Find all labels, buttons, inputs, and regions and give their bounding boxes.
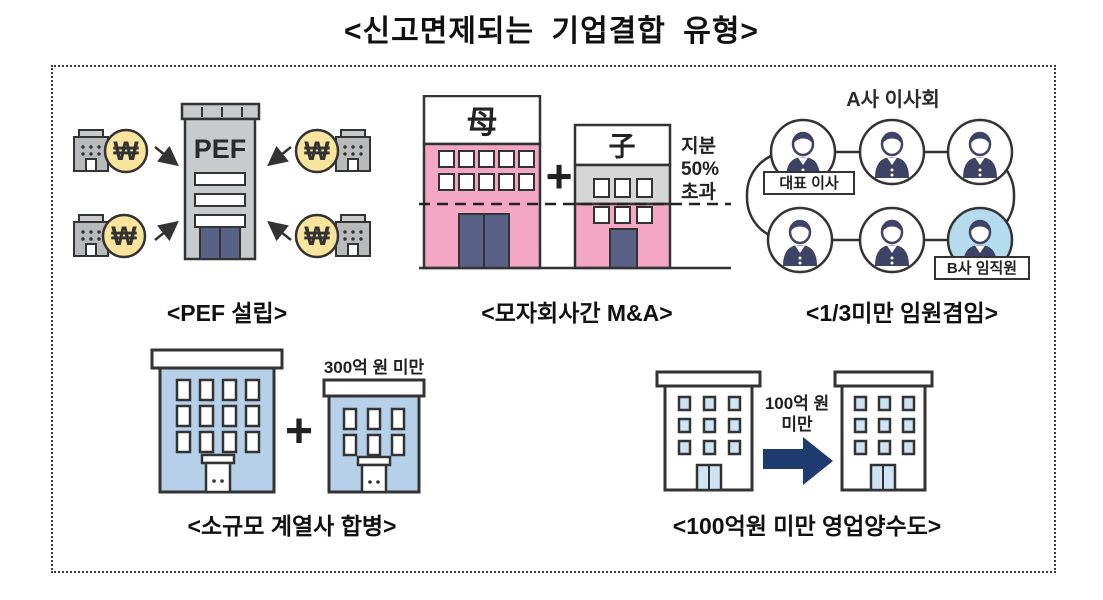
- svg-text:₩: ₩: [304, 136, 330, 166]
- plus-sign: +: [546, 150, 573, 202]
- b-company-label: B사 임직원: [934, 256, 1030, 280]
- arrow-icon: [154, 145, 179, 167]
- svg-text:50%: 50%: [681, 159, 719, 180]
- mna-diagram: 母 + 子: [419, 95, 731, 270]
- director-icon: [766, 206, 834, 274]
- merger-threshold-note: 300억 원 미만: [324, 358, 425, 377]
- mna-caption: <모자회사간 M&A>: [481, 300, 673, 326]
- exempt-types-box: ₩ ₩ ₩ ₩ PEF: [51, 65, 1056, 573]
- parent-label: 母: [467, 105, 498, 140]
- subsidiary-company-building: 子: [573, 123, 672, 270]
- investor-building-icon: [335, 129, 371, 172]
- transfer-caption: <100억원 미만 영업양수도>: [672, 513, 942, 539]
- ceo-label: 대표 이사: [763, 171, 855, 195]
- transferee-building: [833, 370, 934, 492]
- svg-text:대표 이사: 대표 이사: [779, 175, 839, 192]
- svg-text:초과: 초과: [681, 181, 716, 203]
- won-coin-icon: ₩: [101, 213, 147, 259]
- pef-label: PEF: [194, 134, 247, 164]
- won-coin-icon: ₩: [294, 213, 340, 259]
- won-coin-icon: ₩: [103, 128, 149, 174]
- svg-text:지분: 지분: [681, 135, 716, 157]
- merger-diagram: + 300억 원 미만: [150, 348, 426, 494]
- svg-text:B사 임직원: B사 임직원: [947, 259, 1017, 277]
- svg-text:₩: ₩: [304, 221, 330, 251]
- board-diagram: 대표 이사 B사 임직원: [745, 118, 1030, 280]
- page-title: <신고면제되는 기업결합 유형>: [344, 15, 759, 48]
- director-icon: [858, 206, 926, 274]
- merger-caption: <소규모 계열사 합병>: [187, 513, 397, 539]
- door: [609, 228, 638, 269]
- arrow-icon: [267, 145, 292, 167]
- investor-building-icon: [73, 129, 109, 172]
- parent-company-building: 母: [422, 95, 542, 270]
- transferor-building: [655, 370, 762, 492]
- svg-text:미만: 미만: [781, 415, 813, 434]
- transfer-diagram: 100억 원 미만: [655, 370, 934, 492]
- svg-text:100억 원: 100억 원: [765, 394, 829, 413]
- pef-diagram: ₩ ₩ ₩ ₩ PEF: [73, 102, 371, 261]
- won-coin-icon: ₩: [294, 128, 340, 174]
- svg-text:₩: ₩: [111, 221, 137, 251]
- share-note: 지분 50% 초과: [681, 135, 719, 203]
- director-icon: [858, 118, 926, 186]
- transfer-arrow-icon: [763, 437, 833, 485]
- investor-building-icon: [335, 214, 371, 257]
- large-affiliate-building: [150, 348, 284, 494]
- plus-sign: +: [285, 405, 313, 458]
- officer-caption: <1/3미만 임원겸임>: [805, 300, 999, 326]
- pef-caption: <PEF 설립>: [166, 300, 288, 326]
- pef-building: PEF: [180, 102, 261, 261]
- board-title: A사 이사회: [846, 89, 940, 111]
- svg-text:₩: ₩: [113, 136, 139, 166]
- subsidiary-label: 子: [609, 132, 636, 162]
- arrow-icon: [154, 220, 179, 242]
- transfer-note: 100억 원 미만: [765, 394, 829, 434]
- arrow-icon: [267, 220, 292, 242]
- director-icon: [946, 118, 1014, 186]
- small-affiliate-building: [322, 378, 426, 494]
